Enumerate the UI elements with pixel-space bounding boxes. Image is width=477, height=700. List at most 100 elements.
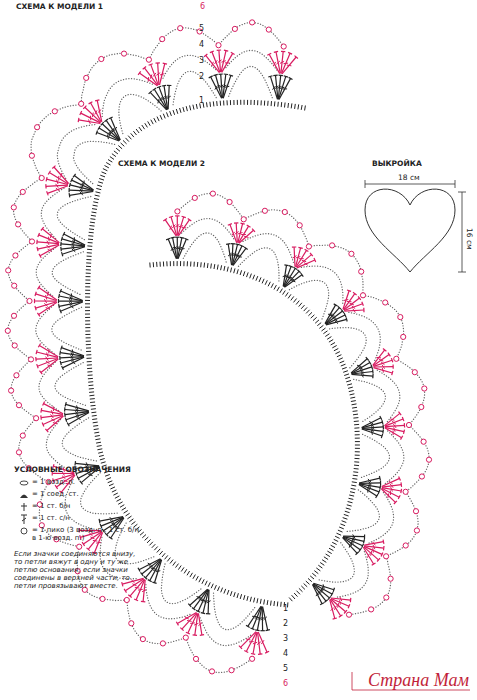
chain-arch bbox=[146, 585, 192, 619]
row-number: 6 bbox=[283, 679, 288, 688]
stitch-slash bbox=[44, 299, 46, 303]
foundation-chain bbox=[157, 117, 159, 122]
stitch-post bbox=[364, 542, 383, 546]
stitch-top bbox=[382, 420, 383, 424]
foundation-chain bbox=[200, 262, 202, 267]
stitch-slash bbox=[276, 61, 280, 64]
foundation-chain bbox=[89, 228, 94, 230]
foundation-chain bbox=[167, 112, 169, 117]
stitch-top bbox=[244, 651, 248, 653]
stitch-top bbox=[250, 628, 254, 630]
foundation-chain bbox=[247, 272, 249, 277]
stitch-slash bbox=[81, 186, 82, 191]
stitch-top bbox=[398, 495, 400, 499]
stitch-slash bbox=[249, 641, 254, 642]
stitch-post bbox=[47, 416, 64, 431]
foundation-chain bbox=[131, 133, 134, 137]
foundation-chain bbox=[306, 581, 310, 584]
foundation-chain bbox=[341, 364, 346, 366]
foundation-chain bbox=[88, 381, 93, 383]
foundation-chain bbox=[254, 598, 255, 603]
foundation-chain bbox=[86, 347, 91, 348]
stitch-top bbox=[69, 183, 70, 187]
stitch-slash bbox=[316, 592, 319, 596]
foundation-chain bbox=[196, 576, 198, 580]
foundation-chain bbox=[98, 452, 103, 453]
foundation-chain bbox=[355, 445, 360, 446]
foundation-chain bbox=[299, 303, 302, 307]
foundation-chain bbox=[112, 490, 117, 492]
stitch-top bbox=[289, 77, 293, 79]
chain-arch bbox=[186, 638, 252, 673]
stitch-top bbox=[175, 237, 179, 238]
stitch-top bbox=[305, 249, 309, 251]
foundation-chain bbox=[90, 398, 95, 400]
stitch-top bbox=[192, 607, 196, 610]
stitch-slash bbox=[257, 642, 261, 645]
stitch-slash bbox=[96, 542, 101, 544]
foundation-chain bbox=[151, 120, 153, 124]
stitch-top bbox=[369, 361, 371, 365]
foundation-chain bbox=[324, 557, 328, 560]
chain-arch bbox=[349, 556, 391, 614]
stitch-top bbox=[288, 52, 292, 54]
stitch-top bbox=[124, 589, 126, 593]
stitch-top bbox=[404, 423, 406, 427]
foundation-chain bbox=[256, 276, 258, 281]
note-text: Если значки соединяются внизу, то петли … bbox=[14, 550, 142, 590]
foundation-chain bbox=[267, 101, 268, 106]
foundation-chain bbox=[93, 422, 98, 424]
stitch-slash bbox=[272, 86, 275, 90]
foundation-chain bbox=[89, 385, 94, 387]
stitch-slash bbox=[132, 584, 136, 586]
picot bbox=[216, 43, 221, 48]
stitch-slash bbox=[50, 233, 52, 238]
foundation-chain bbox=[261, 100, 262, 105]
picot bbox=[52, 109, 57, 114]
stitch-top bbox=[392, 371, 393, 375]
picot bbox=[369, 607, 374, 612]
stitch-top bbox=[128, 595, 131, 598]
foundation-chain bbox=[85, 324, 90, 325]
stitch-top bbox=[193, 634, 197, 636]
stitch-post bbox=[66, 404, 89, 411]
dc-symbol bbox=[21, 515, 27, 516]
stitch-post bbox=[178, 239, 186, 259]
foundation-chain bbox=[91, 215, 96, 217]
foundation-chain bbox=[181, 567, 184, 571]
foundation-chain bbox=[315, 320, 319, 323]
foundation-chain bbox=[313, 317, 317, 320]
stitch-top bbox=[98, 126, 100, 130]
foundation-chain bbox=[147, 539, 151, 543]
stitch-top bbox=[402, 417, 404, 421]
stitch-slash bbox=[287, 277, 292, 278]
stitch-slash bbox=[287, 65, 292, 67]
foundation-chain bbox=[250, 597, 251, 602]
stitch-post bbox=[70, 192, 94, 196]
foundation-chain bbox=[288, 294, 291, 298]
foundation-chain bbox=[85, 283, 90, 284]
stitch-top bbox=[372, 374, 374, 378]
foundation-chain bbox=[347, 505, 352, 506]
legend-text: = 1 пико (3 возд. п., 1 ст. б/н в 1-ю во… bbox=[32, 526, 140, 543]
foundation-chain bbox=[332, 346, 336, 348]
stitch-post bbox=[97, 100, 102, 122]
foundation-chain bbox=[345, 377, 350, 379]
foundation-chain bbox=[97, 449, 102, 450]
chain-arch bbox=[62, 418, 96, 461]
stitch-slash bbox=[151, 568, 156, 570]
chain-arch bbox=[8, 301, 31, 359]
stitch-top bbox=[363, 308, 364, 312]
foundation-chain bbox=[85, 280, 90, 281]
picot bbox=[406, 422, 411, 427]
foundation-chain bbox=[88, 375, 93, 376]
stitch-top bbox=[371, 365, 372, 369]
stitch-top bbox=[293, 267, 297, 269]
foundation-chain bbox=[221, 588, 223, 593]
foundation-chain bbox=[170, 261, 171, 266]
stitch-top bbox=[176, 622, 178, 626]
stitch-slash bbox=[198, 623, 202, 626]
picot bbox=[12, 343, 17, 348]
stitch-top bbox=[273, 74, 277, 76]
